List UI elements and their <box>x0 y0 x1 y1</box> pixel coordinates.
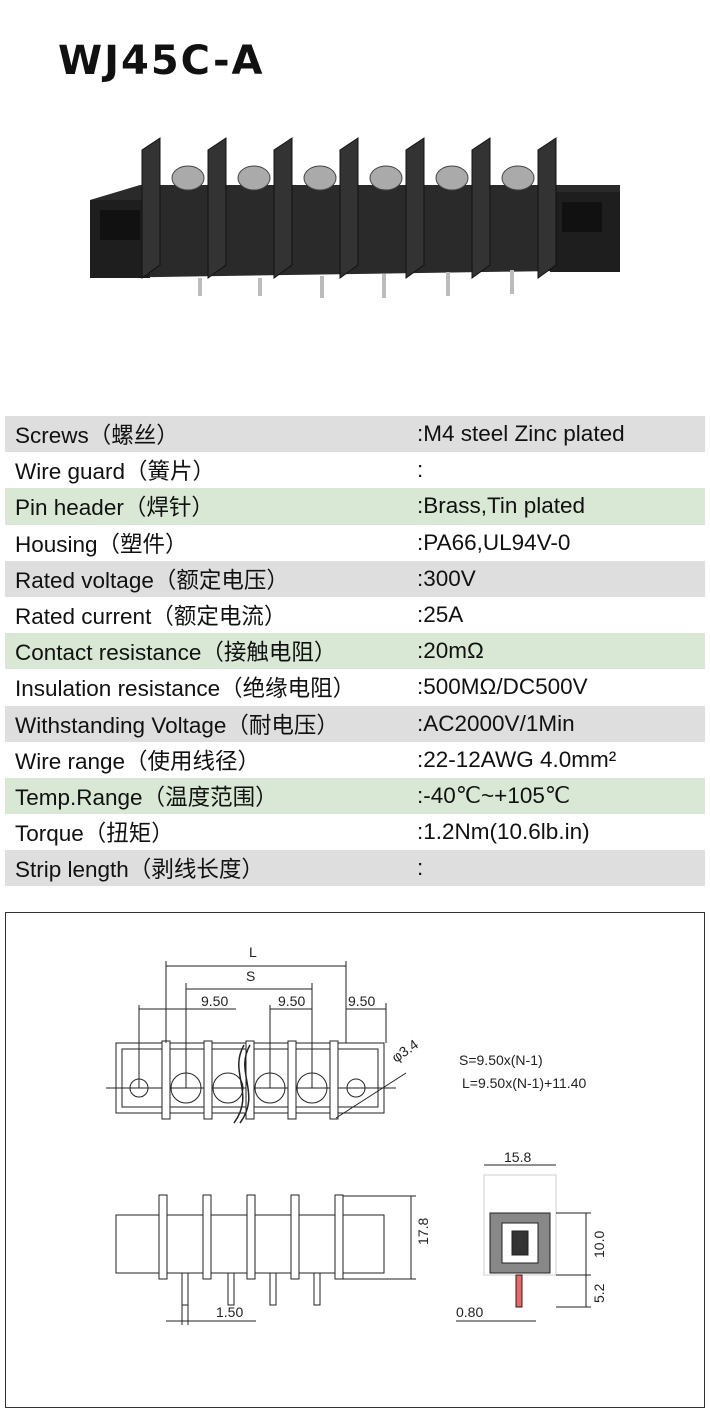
spec-row-insulation-resistance: Insulation resistance（绝缘电阻） :500MΩ/DC500V <box>5 669 705 705</box>
spec-value: :-40℃~+105℃ <box>417 782 571 808</box>
spec-row-wire-range: Wire range（使用线径） :22-12AWG 4.0mm² <box>5 742 705 778</box>
spec-value: : <box>417 855 424 881</box>
spec-row-withstanding-voltage: Withstanding Voltage（耐电压） :AC2000V/1Min <box>5 705 705 742</box>
dim-pin-width-2: 0.80 <box>456 1304 483 1320</box>
dim-pitch-1: 9.50 <box>201 993 228 1009</box>
dim-pitch-3: 9.50 <box>348 993 375 1009</box>
product-photo <box>90 137 620 298</box>
spec-label: Wire guard（簧片） <box>15 459 216 485</box>
formula-s: S=9.50x(N-1) <box>459 1052 543 1068</box>
dim-L: L <box>249 944 257 960</box>
spec-value: :20mΩ <box>417 638 484 664</box>
spec-label: Contact resistance（接触电阻） <box>15 640 337 666</box>
spec-label: Pin header（焊针） <box>15 495 214 521</box>
spec-row-pin-header: Pin header（焊针） :Brass,Tin plated <box>5 488 705 525</box>
spec-row-wire-guard: Wire guard（簧片）: <box>5 452 705 488</box>
spec-row-strip-length: Strip length（剥线长度）: <box>5 850 705 887</box>
formula-l: L=9.50x(N-1)+11.40 <box>462 1075 586 1091</box>
spec-row-contact-resistance: Contact resistance（接触电阻） :20mΩ <box>5 633 705 670</box>
spec-value: :500MΩ/DC500V <box>417 674 588 700</box>
dimension-drawing: L S 9.50 9.50 9.50 φ3.4 S=9.50x(N-1) L=9… <box>5 912 705 1408</box>
top-view <box>106 961 407 1124</box>
spec-row-housing: Housing（塑件） :PA66,UL94V-0 <box>5 525 705 561</box>
end-view <box>456 1164 591 1322</box>
spec-row-torque: Torque（扭矩） :1.2Nm(10.6lb.in) <box>5 814 705 850</box>
side-view <box>115 1194 416 1325</box>
spec-label: Screws（螺丝） <box>15 423 179 449</box>
spec-value: :22-12AWG 4.0mm² <box>417 746 617 772</box>
spec-value: :PA66,UL94V-0 <box>417 529 571 555</box>
spec-label: Rated current（额定电流） <box>15 604 287 630</box>
spec-value: :Brass,Tin plated <box>417 493 585 519</box>
spec-value: :M4 steel Zinc plated <box>417 421 625 447</box>
spec-table: Screws（螺丝） :M4 steel Zinc plated Wire gua… <box>5 416 705 887</box>
spec-value: :1.2Nm(10.6lb.in) <box>417 819 590 845</box>
spec-row-screws: Screws（螺丝） :M4 steel Zinc plated <box>5 416 705 453</box>
spec-row-temp-range: Temp.Range（温度范围） :-40℃~+105℃ <box>5 777 705 815</box>
spec-value: :300V <box>417 565 476 591</box>
product-title: WJ45C-A <box>58 38 265 84</box>
dim-pitch-2: 9.50 <box>278 993 305 1009</box>
spec-label: Wire range（使用线径） <box>15 748 261 774</box>
spec-label: Housing（塑件） <box>15 531 188 557</box>
dim-hole: φ3.4 <box>389 1036 422 1066</box>
spec-label: Insulation resistance（绝缘电阻） <box>15 676 356 702</box>
spec-value: :AC2000V/1Min <box>417 710 575 736</box>
spec-label: Temp.Range（温度范围） <box>15 784 278 810</box>
spec-label: Torque（扭矩） <box>15 821 174 847</box>
spec-row-rated-voltage: Rated voltage（额定电压） :300V <box>5 560 705 597</box>
dim-height: 17.8 <box>415 1218 431 1245</box>
dim-10: 10.0 <box>591 1231 607 1258</box>
spec-value: :25A <box>417 602 464 628</box>
spec-label: Strip length（剥线长度） <box>15 857 264 883</box>
spec-label: Rated voltage（额定电压） <box>15 567 289 593</box>
spec-label: Withstanding Voltage（耐电压） <box>15 712 339 738</box>
dim-S: S <box>246 968 255 984</box>
spec-row-rated-current: Rated current（额定电流） :25A <box>5 597 705 633</box>
spec-value: : <box>417 457 424 483</box>
dim-5-2: 5.2 <box>591 1283 607 1303</box>
dim-pin-width: 1.50 <box>216 1304 243 1320</box>
dim-width: 15.8 <box>504 1149 531 1165</box>
